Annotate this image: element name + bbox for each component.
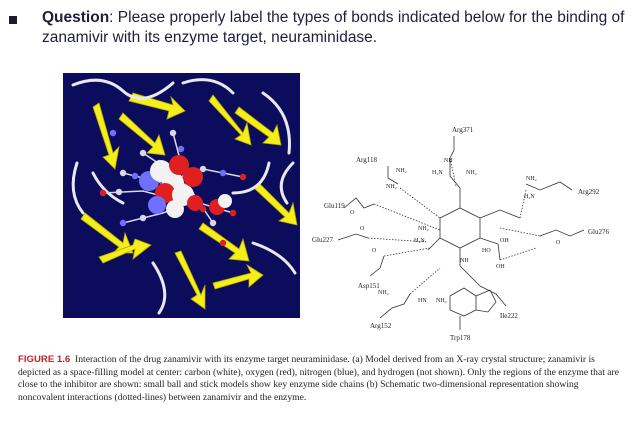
figure-label: FIGURE 1.6 [18,354,71,365]
svg-text:NH: NH [444,158,453,164]
label-glu276: Glu276 [588,228,610,236]
caption-text: Interaction of the drug zanamivir with i… [18,354,619,403]
question-text: Question: Please properly label the type… [42,8,627,48]
question-body: : Please properly label the types of bon… [42,9,625,46]
protein-3d-model [63,73,300,318]
label-arg152: Arg152 [370,322,392,330]
svg-text:NH₂: NH₂ [436,298,447,304]
svg-text:H₂N: H₂N [432,170,443,176]
protein-model-illustration [71,78,298,315]
svg-text:NH₂: NH₂ [378,290,389,296]
svg-text:HO: HO [482,248,491,254]
svg-text:O: O [350,210,355,216]
label-glu119: Glu119 [324,202,345,210]
label-arg371: Arg371 [452,126,474,134]
svg-text:NH₂: NH₂ [466,170,477,176]
svg-text:H₂N: H₂N [524,194,535,200]
figure-caption: FIGURE 1.6 Interaction of the drug zanam… [18,354,624,404]
label-arg118: Arg118 [356,156,378,164]
svg-text:H₂N: H₂N [414,238,425,244]
label-trp178: Trp178 [450,334,471,342]
svg-text:O: O [556,240,561,246]
svg-text:HN: HN [418,298,427,304]
svg-text:NH₂: NH₂ [386,184,397,190]
svg-text:NH: NH [460,258,469,264]
svg-text:NH₂: NH₂ [418,226,429,232]
label-arg292: Arg292 [578,188,600,196]
question-prefix: Question [42,9,110,26]
svg-text:OH: OH [496,264,505,270]
svg-text:O: O [360,226,365,232]
svg-text:NH₂: NH₂ [526,176,537,182]
bullet-square [9,16,17,24]
label-asp151: Asp151 [358,282,380,290]
svg-text:NH₂: NH₂ [396,168,407,174]
svg-text:O: O [372,248,377,254]
label-glu227: Glu227 [312,236,334,244]
svg-text:OH: OH [500,238,509,244]
label-ile222: Ile222 [500,312,518,320]
